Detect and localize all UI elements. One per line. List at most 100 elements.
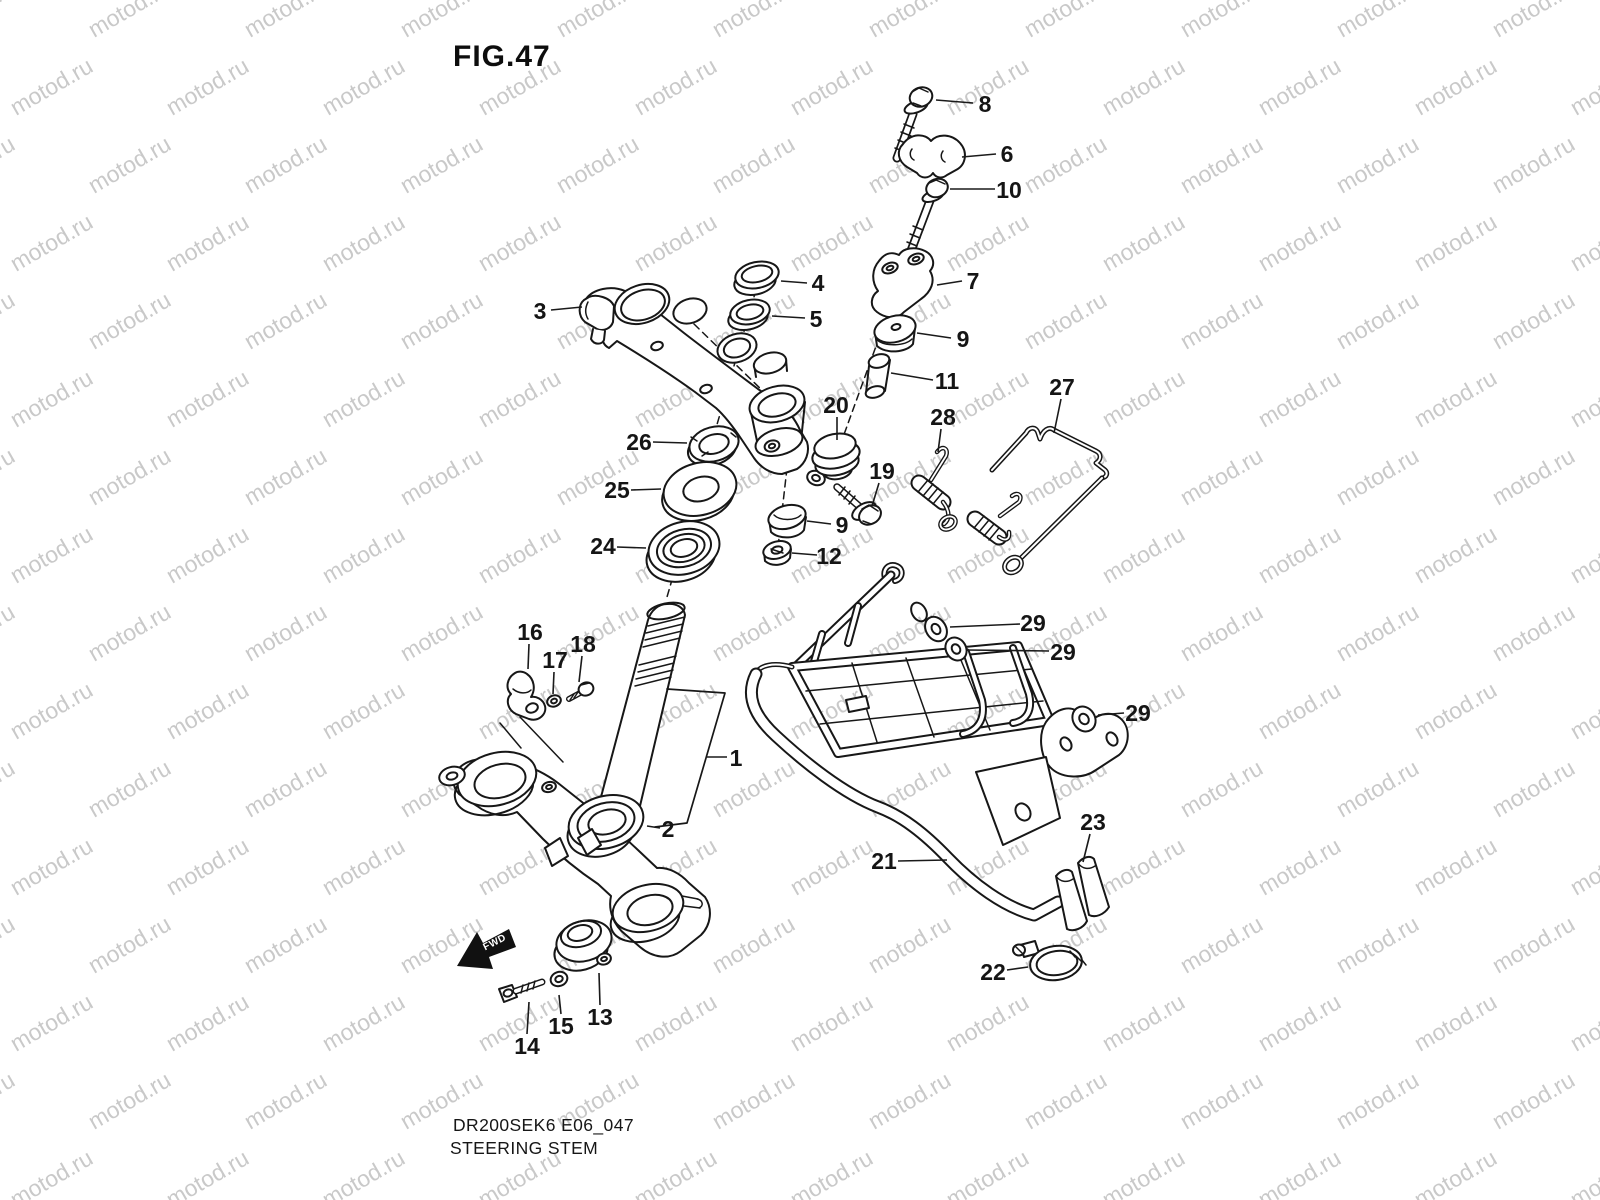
watermark-text: motod.ru (474, 520, 566, 588)
clamp-tab (577, 828, 602, 856)
holder-hole-inner (911, 255, 921, 263)
part-21-front-carrier (744, 562, 1129, 922)
part-26-nut-inner (698, 433, 730, 455)
callout-21: 21 (871, 848, 897, 874)
watermark-text: motod.ru (474, 208, 566, 276)
rack-bumper-loop-core (746, 669, 1063, 920)
watermark-text: motod.ru (1488, 754, 1580, 822)
callout-15: 15 (548, 1013, 574, 1039)
callout-20: 20 (823, 392, 849, 418)
watermark-text: motod.ru (1410, 832, 1502, 900)
part-15-washer-hole (554, 974, 564, 984)
clamp-slit (681, 895, 703, 909)
rack-hanger-core (1011, 646, 1033, 725)
part-13-ear-hole (600, 955, 608, 963)
bolt-head-facets (911, 87, 929, 107)
part-16-hole (525, 702, 539, 714)
part-14-bolt-head (498, 984, 518, 1003)
spring-eye-core (939, 515, 957, 531)
watermark-text: motod.ru (1176, 910, 1268, 978)
leader-line-23 (1082, 833, 1091, 863)
watermark-text: motod.ru (708, 754, 800, 822)
watermark-text: motod.ru (1410, 676, 1502, 744)
leader-line-17 (552, 671, 555, 695)
watermark-text: motod.ru (318, 520, 410, 588)
part-13-ear (596, 952, 612, 966)
callout-13: 13 (587, 1004, 613, 1030)
watermark-text: motod.ru (84, 286, 176, 354)
wire-stay-eye-core (1003, 556, 1023, 574)
part-4-cap-inner (740, 264, 774, 284)
callout-5: 5 (810, 306, 823, 332)
screw-slot (1015, 946, 1024, 955)
leader-line-16 (527, 643, 530, 670)
part-26-stem-nut (688, 425, 740, 463)
watermark-text: motod.ru (1020, 286, 1112, 354)
wire-stay-rod-core (1019, 477, 1103, 560)
watermark-text: motod.ru (864, 1066, 956, 1134)
callout-1: 1 (730, 745, 743, 771)
clamp-cut-marks (909, 148, 946, 163)
holder-hole-inner (885, 264, 895, 272)
watermark-text: motod.ru (0, 286, 19, 354)
callout-24: 24 (590, 533, 616, 559)
callout-12: 12 (816, 543, 842, 569)
callout-9: 9 (957, 326, 970, 352)
damper-rib (773, 514, 802, 521)
watermark-text: motod.ru (240, 598, 332, 666)
part-5-ring-inner (735, 303, 765, 321)
watermark-text: motod.ru (240, 130, 332, 198)
watermark-text: motod.ru (318, 52, 410, 120)
holder-hole (881, 261, 899, 275)
callout-16: 16 (517, 619, 543, 645)
clamp-tab (544, 837, 569, 867)
watermark-text: motod.ru (1332, 130, 1424, 198)
callout-25: 25 (604, 477, 630, 503)
leader-line-29 (1097, 712, 1125, 716)
watermark-text: motod.ru (1254, 676, 1346, 744)
part-1-zone-bracket (654, 688, 726, 828)
holder-hole (907, 252, 925, 266)
watermark-text: motod.ru (240, 1066, 332, 1134)
watermark-text: motod.ru (1566, 208, 1600, 276)
rack-stub-core (811, 632, 824, 667)
watermark-text: motod.ru (630, 208, 722, 276)
watermark-text: motod.ru (864, 910, 956, 978)
pinch-bolt-hole-inner (767, 442, 777, 450)
watermark-text: motod.ru (162, 676, 254, 744)
watermark-text: motod.ru (1098, 520, 1190, 588)
figure-title: FIG.47 (453, 40, 551, 73)
rack-hook-core (883, 563, 903, 583)
watermark-text: motod.ru (1410, 988, 1502, 1056)
watermark-text: motod.ru (1332, 910, 1424, 978)
callout-7: 7 (967, 268, 980, 294)
part-29-grommet (1071, 705, 1097, 733)
spring-hook-core (999, 493, 1022, 517)
watermark-text: motod.ru (318, 988, 410, 1056)
part-22-hose-clamp (1012, 940, 1087, 982)
fork-clamp-ring-inner (620, 288, 666, 322)
watermark-text: motod.ru (942, 988, 1034, 1056)
watermark-text: motod.ru (1488, 130, 1580, 198)
part-18-bolt-head (577, 681, 595, 697)
leader-line-13 (598, 972, 601, 1006)
watermark-text: motod.ru (240, 442, 332, 510)
callout-9: 9 (836, 512, 849, 538)
callout-29: 29 (1020, 610, 1046, 636)
watermark-text: motod.ru (1332, 754, 1424, 822)
plate-hole (1014, 802, 1032, 822)
part-7-handlebar-holder (870, 247, 935, 319)
watermark-text: motod.ru (6, 208, 98, 276)
stem-stack-parts (645, 260, 807, 583)
watermark-text: motod.ru (1176, 754, 1268, 822)
part-24-bearing (647, 520, 721, 576)
callout-6: 6 (1001, 141, 1014, 167)
watermark-text: motod.ru (708, 910, 800, 978)
callout-27: 27 (1049, 374, 1075, 400)
watermark-text: motod.ru (552, 0, 644, 42)
clamp-tab-hole-inner (545, 783, 553, 791)
watermark-text: motod.ru (6, 1144, 98, 1200)
part-29-grommet (924, 615, 948, 643)
grommet-hole (930, 622, 942, 636)
